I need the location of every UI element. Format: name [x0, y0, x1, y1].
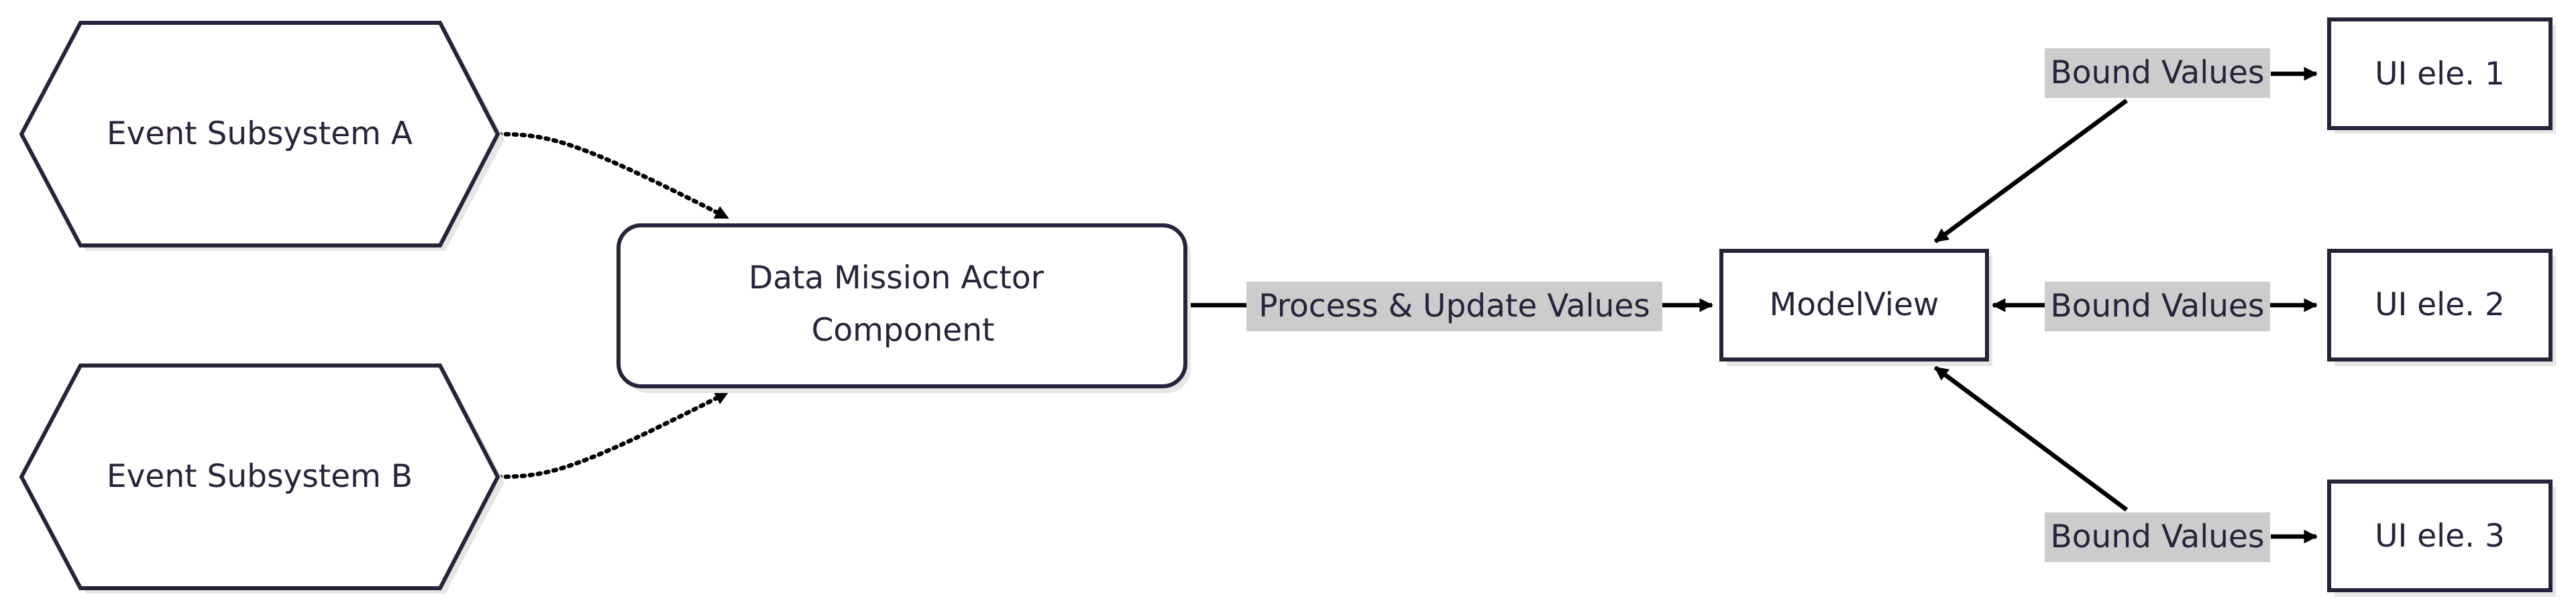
edge-ui1-arrow-to-modelview: [1934, 99, 2128, 243]
rect-shape: [2327, 480, 2553, 592]
edge-label-text: Bound Values: [2051, 54, 2265, 91]
node-label-line1: Data Mission Actor: [749, 260, 1044, 296]
node-label: Event Subsystem B: [107, 458, 413, 495]
edge-label-bound-3: Bound Values: [2045, 512, 2270, 562]
edge-label-text: Process & Update Values: [1258, 288, 1650, 325]
edge-label-text: Bound Values: [2051, 518, 2265, 555]
edge-label-process-update: Process & Update Values: [1246, 282, 1662, 331]
node-label: UI ele. 3: [2375, 518, 2505, 555]
edge-label-bound-1: Bound Values: [2045, 48, 2270, 98]
node-ui-element-3: UI ele. 3: [2327, 480, 2556, 597]
edge-labels: Process & Update Values Bound Values Bou…: [1246, 48, 2270, 562]
edge-modelview-ui1: [1934, 74, 2316, 243]
node-label-line2: Component: [812, 312, 995, 349]
rect-shape: [1719, 249, 1989, 361]
edge-ui3-arrow-to-modelview: [1934, 366, 2128, 512]
edge-label-text: Bound Values: [2051, 288, 2265, 325]
hexagon-shape: [19, 364, 500, 590]
node-ui-element-2: UI ele. 2: [2327, 249, 2556, 366]
node-label: UI ele. 2: [2375, 286, 2505, 323]
node-ui-element-1: UI ele. 1: [2327, 17, 2556, 133]
node-label: UI ele. 1: [2375, 56, 2505, 93]
edge-event-b-to-actor: [495, 390, 731, 480]
edge-label-bg: [2045, 512, 2270, 562]
rounded-rect-shape: [616, 223, 1187, 388]
edge-event-a-to-actor: [495, 131, 731, 221]
node-data-mission-actor: Data Mission Actor Component: [616, 223, 1191, 393]
nodes: Event Subsystem A Event Subsystem B Data…: [19, 17, 2556, 597]
edge-label-bg: [2045, 48, 2270, 98]
node-event-subsystem-b: Event Subsystem B: [19, 364, 504, 594]
node-event-subsystem-a: Event Subsystem A: [19, 21, 504, 251]
edge-label-bound-2: Bound Values: [2045, 282, 2270, 331]
hexagon-shape: [19, 21, 500, 247]
edge-label-bg: [1246, 282, 1662, 331]
node-label: ModelView: [1770, 286, 1939, 323]
node-modelview: ModelView: [1719, 249, 1992, 366]
rect-shape: [2327, 17, 2553, 130]
rect-shape: [2327, 249, 2553, 361]
edge-label-bg: [2045, 282, 2270, 331]
edge-modelview-ui3: [1934, 366, 2316, 537]
node-label: Event Subsystem A: [107, 115, 413, 152]
